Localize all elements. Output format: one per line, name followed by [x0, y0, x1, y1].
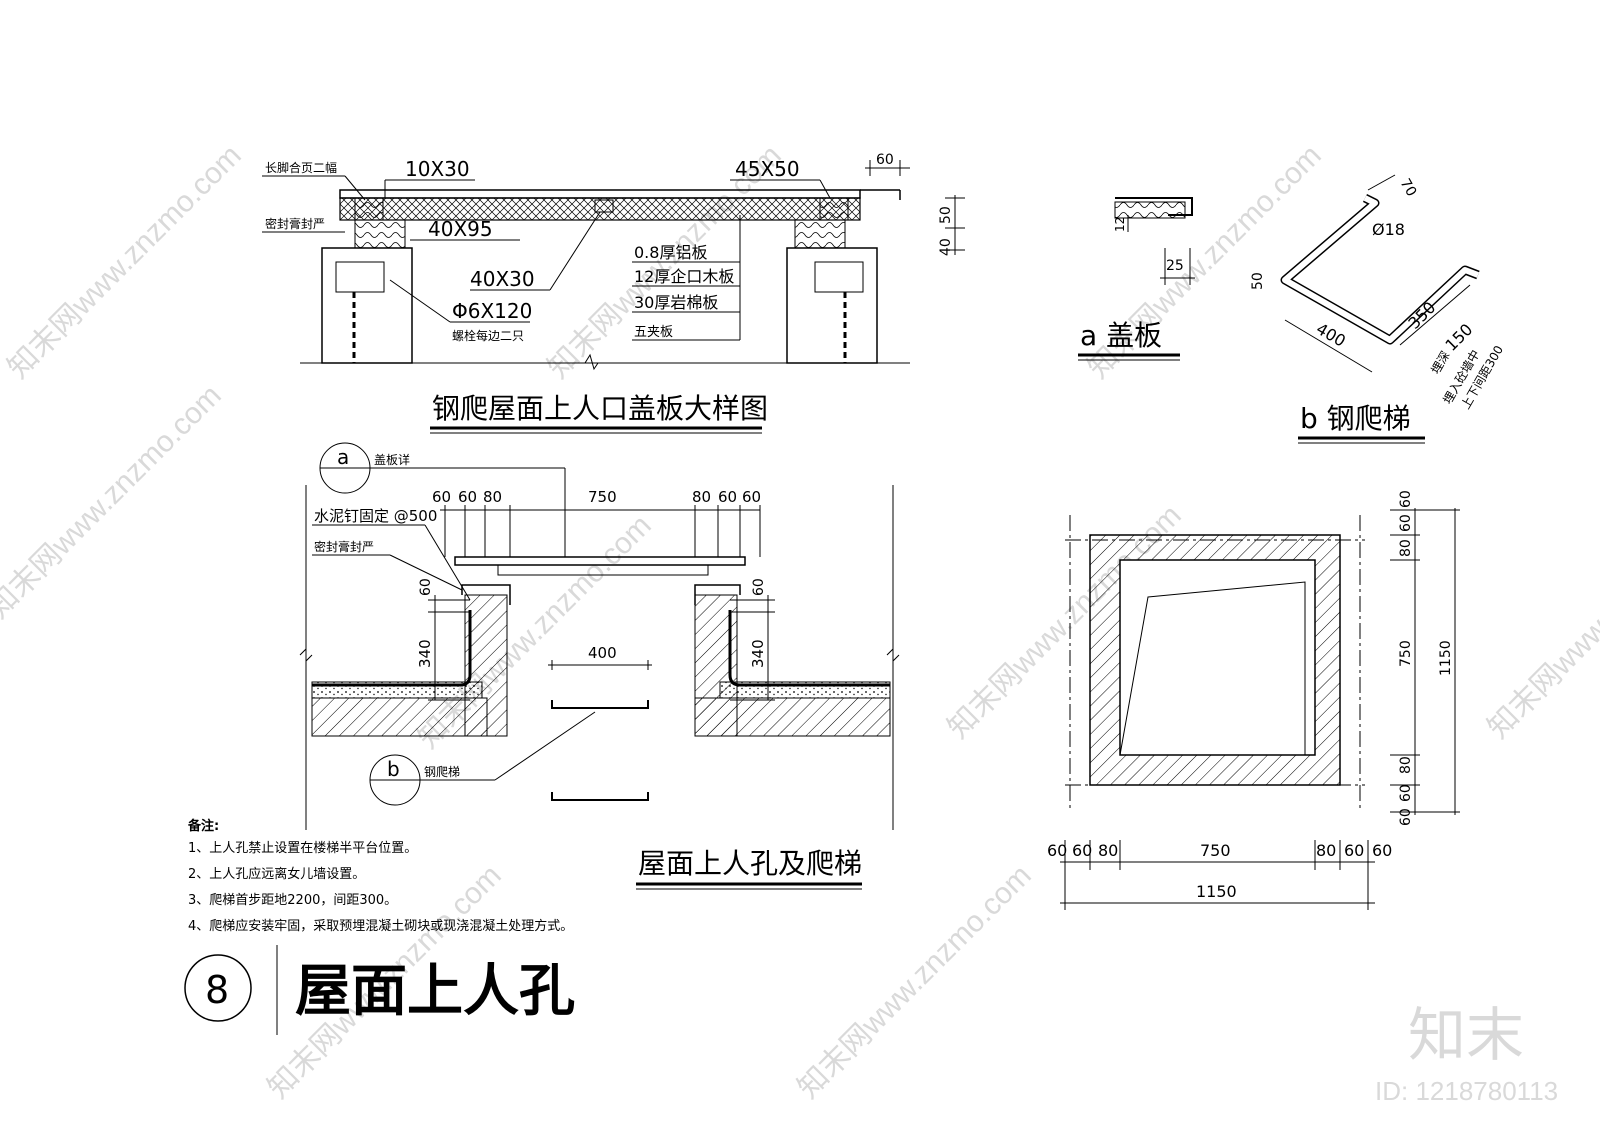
callout-b-letter: b: [387, 757, 400, 781]
plan-detail: 60 60 80 750 80 60 60 1150 60 60 80 750 …: [1047, 490, 1460, 910]
label-bolt-note: 螺栓每边二只: [452, 328, 524, 343]
plan-right-dim-0: 60: [1398, 490, 1414, 508]
label-bolt: Φ6X120: [452, 299, 532, 323]
brand-logo: 知末: [1408, 1003, 1524, 1068]
section-top-dim-1: 60: [458, 488, 477, 506]
cover-detail: 长脚合页二幅 密封膏封严 10X30 45X50 40X95 40X30 Φ6X…: [262, 152, 965, 434]
plan-bottom-dim-4: 80: [1316, 841, 1336, 860]
layer-3: 五夹板: [634, 325, 673, 340]
plan-bottom-dim-0: 60: [1047, 841, 1067, 860]
callout-b-text: 钢爬梯: [424, 765, 460, 779]
watermark-url: 知末网www.znzmo.com: [0, 379, 228, 625]
sheet-title-block: 8 屋面上人孔: [184, 945, 575, 1035]
notes-block: 备注: 1、上人孔禁止设置在楼梯半平台位置。 2、上人孔应远离女儿墙设置。 3、…: [187, 818, 573, 934]
plan-right-dim-6: 60: [1398, 808, 1414, 826]
plan-right-total: 1150: [1438, 640, 1454, 676]
cover-detail-title: 钢爬屋面上人口盖板大样图: [432, 392, 768, 425]
section-dim-60-left: 60: [418, 578, 434, 596]
plan-bottom-dim-2: 80: [1098, 841, 1118, 860]
detail-a: 12 25 a 盖板: [1078, 197, 1195, 361]
section-top-dim-2: 80: [483, 488, 502, 506]
section-dim-400: 400: [588, 644, 617, 662]
plan-bottom-dim-3: 750: [1200, 841, 1231, 860]
callout-a-text: 盖板详: [374, 452, 410, 467]
section-dim-60-right: 60: [751, 578, 767, 596]
notes-heading: 备注:: [187, 818, 219, 834]
callout-a-letter: a: [337, 445, 349, 469]
section-top-dim-0: 60: [432, 488, 451, 506]
dim-a-25: 25: [1166, 258, 1184, 274]
detail-b: 70 Ø18 50 400 350 150 埋深 埋入砼墙中 上下间距300 b…: [1250, 174, 1506, 444]
section-top-dim-4: 80: [692, 488, 711, 506]
watermark-url: 知末网www.znzmo.com: [2, 139, 248, 385]
section-dim-340-left: 340: [416, 639, 434, 668]
layer-0: 0.8厚铝板: [634, 243, 707, 262]
nail-note: 水泥钉固定 @500: [314, 507, 437, 525]
watermark-url: 知末网www.znzmo.com: [1482, 499, 1600, 745]
label-mid-batten: 40X30: [470, 267, 535, 291]
dim-40: 40: [938, 238, 954, 256]
detail-b-title: b 钢爬梯: [1300, 402, 1411, 435]
plan-right-dim-4: 80: [1398, 756, 1414, 774]
section-dim-340-right: 340: [749, 639, 767, 668]
section-top-dim-6: 60: [742, 488, 761, 506]
watermark-url: 知末网www.znzmo.com: [792, 859, 1038, 1105]
sheet-number: 8: [205, 968, 229, 1012]
detail-a-title: a 盖板: [1080, 319, 1162, 352]
label-joist: 40X95: [428, 217, 493, 241]
layer-2: 30厚岩棉板: [634, 293, 718, 312]
brand-id: ID: 1218780113: [1375, 1076, 1558, 1106]
plan-right-dim-2: 80: [1398, 539, 1414, 557]
dim-b-diameter: Ø18: [1372, 220, 1405, 239]
note-item-0: 1、上人孔禁止设置在楼梯半平台位置。: [188, 841, 417, 856]
label-edge-batten: 45X50: [735, 157, 800, 181]
note-item-3: 4、爬梯应安装牢固，采取预埋混凝土砌块或现浇混凝土处理方式。: [188, 918, 573, 934]
note-b-1: 埋深: [1428, 349, 1452, 377]
dim-b-400: 400: [1313, 319, 1349, 351]
plan-bottom-dim-1: 60: [1072, 841, 1092, 860]
dim-b-70: 70: [1397, 176, 1420, 199]
dim-50: 50: [938, 206, 954, 224]
label-sealant: 密封膏封严: [265, 216, 325, 231]
section-top-dim-5: 60: [718, 488, 737, 506]
plan-bottom-dim-5: 60: [1344, 841, 1364, 860]
note-item-2: 3、爬梯首步距地2200，间距300。: [188, 893, 397, 908]
note-item-1: 2、上人孔应远离女儿墙设置。: [188, 866, 365, 882]
plan-bottom-dim-6: 60: [1372, 841, 1392, 860]
dim-60: 60: [876, 152, 894, 168]
dim-a-12: 12: [1113, 217, 1127, 232]
section-title: 屋面上人孔及爬梯: [638, 847, 862, 880]
plan-bottom-total: 1150: [1196, 882, 1237, 901]
label-hinge: 长脚合页二幅: [265, 160, 337, 175]
plan-right-dim-5: 60: [1398, 784, 1414, 802]
label-top-batten: 10X30: [405, 157, 470, 181]
plan-right-dim-3: 750: [1398, 640, 1414, 667]
sheet-title: 屋面上人孔: [295, 959, 575, 1024]
seal-note: 密封膏封严: [314, 539, 374, 554]
dim-b-50: 50: [1250, 272, 1266, 290]
section-detail: 60 60 80 750 80 60 60 60 340 60 340 400 …: [299, 442, 900, 890]
section-top-dim-3: 750: [588, 488, 617, 506]
plan-right-dim-1: 60: [1398, 514, 1414, 532]
layer-1: 12厚企口木板: [634, 267, 734, 286]
watermark-group: 知末网www.znzmo.com 知末网www.znzmo.com 知末网www…: [0, 139, 1600, 1105]
